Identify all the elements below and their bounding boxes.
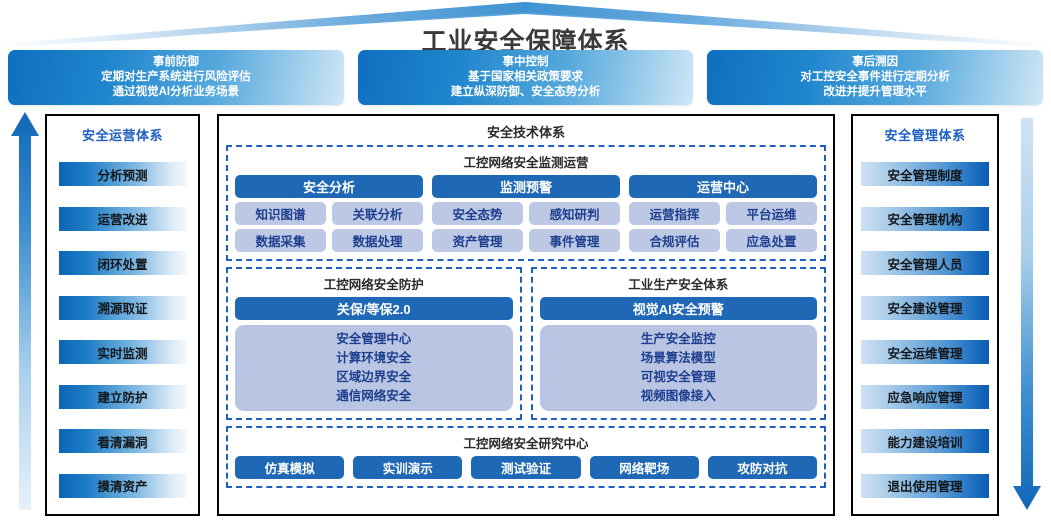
phase-title: 事后溯因 [852, 56, 899, 68]
sidebar-item-ops-improve[interactable]: 运营改进 [58, 206, 187, 231]
cell-pair-row2: 资产管理 事件管理 [432, 229, 620, 252]
sidebar-item-see-vulns[interactable]: 看清漏洞 [58, 429, 187, 454]
phase-title: 事中控制 [502, 56, 549, 68]
phase-line-2: 改进并提升管理水平 [823, 86, 927, 98]
section-two-panels: 工控网络安全防护 关保/等保2.0 安全管理中心 计算环境安全 区域边界安全 通… [226, 267, 826, 420]
phase-line-2: 通过视觉AI分析业务场景 [112, 86, 240, 98]
sidebar-item-mgmt-personnel[interactable]: 安全管理人员 [861, 251, 989, 276]
roof-shape-icon [0, 2, 1051, 48]
sidebar-item-asset-discovery[interactable]: 摸清资产 [58, 473, 187, 498]
monitoring-column-alerting: 监测预警 安全态势 感知研判 资产管理 事件管理 [432, 175, 620, 252]
sidebar-item-realtime-monitor[interactable]: 实时监测 [58, 340, 187, 365]
cell-knowledge-graph[interactable]: 知识图谱 [235, 202, 326, 225]
panel-body: 生产安全监控 场景算法模型 可视安全管理 视频图像接入 [539, 325, 817, 411]
research-button-simulation[interactable]: 仿真模拟 [235, 456, 345, 479]
cell-ops-command[interactable]: 运营指挥 [629, 202, 720, 225]
phase-row: 事前防御 定期对生产系统进行风险评估 通过视觉AI分析业务场景 事中控制 基于国… [8, 50, 1044, 105]
right-sidebar: 安全管理体系 安全管理制度 安全管理机构 安全管理人员 安全建设管理 安全运维管… [851, 114, 999, 516]
monitoring-column-operations-center: 运营中心 运营指挥 平台运维 合规评估 应急处置 [629, 175, 817, 252]
cell-data-processing[interactable]: 数据处理 [332, 229, 423, 252]
research-buttons: 仿真模拟 实训演示 测试验证 网络靶场 攻防对抗 [235, 456, 818, 479]
phase-box-during[interactable]: 事中控制 基于国家相关政策要求 建立纵深防御、安全态势分析 [357, 50, 694, 105]
cell-correlation[interactable]: 关联分析 [332, 202, 423, 225]
research-button-test-verify[interactable]: 测试验证 [471, 456, 581, 479]
section-monitoring-operations: 工控网络安全监测运营 安全分析 知识图谱 关联分析 数据采集 数据处理 监测预警 [226, 145, 826, 261]
panel-heading: 工业生产安全体系 [628, 278, 729, 292]
sidebar-item-capability[interactable]: 能力建设培训 [861, 429, 989, 454]
phase-line-2: 建立纵深防御、安全态势分析 [450, 86, 601, 98]
left-sidebar: 安全运营体系 分析预测 运营改进 闭环处置 溯源取证 实时监测 建立防护 看清漏… [45, 114, 200, 516]
cell-pair-row1: 安全态势 感知研判 [432, 202, 620, 225]
research-button-cyber-range[interactable]: 网络靶场 [589, 456, 699, 479]
cell-pair-row2: 合规评估 应急处置 [629, 229, 817, 252]
sidebar-item-traceback[interactable]: 溯源取证 [58, 295, 187, 320]
research-button-red-blue[interactable]: 攻防对抗 [707, 456, 818, 479]
center-heading: 安全技术体系 [486, 125, 565, 140]
panel-ics-network-protection: 工控网络安全防护 关保/等保2.0 安全管理中心 计算环境安全 区域边界安全 通… [226, 267, 522, 420]
phase-line-1: 对工控安全事件进行定期分析 [800, 71, 950, 83]
arrow-down-icon [1013, 118, 1041, 510]
sidebar-item-mgmt-policy[interactable]: 安全管理制度 [861, 162, 989, 187]
sidebar-item-emergency[interactable]: 应急响应管理 [861, 384, 989, 409]
cell-emergency-action[interactable]: 应急处置 [726, 229, 817, 252]
column-caption[interactable]: 运营中心 [629, 175, 817, 198]
column-caption[interactable]: 监测预警 [432, 175, 620, 198]
arrow-up-icon [11, 112, 39, 510]
cell-asset-management[interactable]: 资产管理 [432, 229, 523, 252]
phase-title: 事前防御 [152, 56, 199, 68]
sidebar-item-closed-loop[interactable]: 闭环处置 [58, 251, 187, 276]
cell-data-collection[interactable]: 数据采集 [235, 229, 326, 252]
cell-pair-row1: 运营指挥 平台运维 [629, 202, 817, 225]
sidebar-item-build-protection[interactable]: 建立防护 [58, 384, 187, 409]
sidebar-item-analysis-forecast[interactable]: 分析预测 [58, 162, 187, 187]
panel-line-comm-network[interactable]: 通信网络安全 [336, 389, 412, 403]
panel-line-visual-safety-mgmt[interactable]: 可视安全管理 [640, 370, 716, 384]
monitoring-column-security-analysis: 安全分析 知识图谱 关联分析 数据采集 数据处理 [235, 175, 423, 252]
phase-box-post[interactable]: 事后溯因 对工控安全事件进行定期分析 改进并提升管理水平 [707, 50, 1044, 105]
research-heading: 工控网络安全研究中心 [463, 437, 589, 451]
sidebar-item-decommission[interactable]: 退出使用管理 [861, 473, 989, 498]
cell-compliance-eval[interactable]: 合规评估 [629, 229, 720, 252]
panel-line-scene-algorithm[interactable]: 场景算法模型 [640, 351, 716, 365]
monitoring-columns: 安全分析 知识图谱 关联分析 数据采集 数据处理 监测预警 安全态势 感知研判 [235, 175, 817, 252]
right-sidebar-heading: 安全管理体系 [884, 128, 966, 143]
panel-line-security-mgmt-center[interactable]: 安全管理中心 [336, 332, 412, 346]
panel-line-production-monitor[interactable]: 生产安全监控 [640, 332, 716, 346]
panel-line-zone-boundary[interactable]: 区域边界安全 [336, 370, 412, 384]
cell-pair-row2: 数据采集 数据处理 [235, 229, 423, 252]
cell-perception-judge[interactable]: 感知研判 [529, 202, 620, 225]
phase-box-pre[interactable]: 事前防御 定期对生产系统进行风险评估 通过视觉AI分析业务场景 [8, 50, 344, 105]
left-sidebar-items: 分析预测 运营改进 闭环处置 溯源取证 实时监测 建立防护 看清漏洞 摸清资产 [47, 150, 198, 514]
left-sidebar-heading: 安全运营体系 [81, 128, 163, 143]
phase-line-1: 基于国家相关政策要求 [468, 71, 583, 83]
cell-platform-ops[interactable]: 平台运维 [726, 202, 817, 225]
phase-line-1: 定期对生产系统进行风险评估 [101, 71, 251, 83]
panel-line-compute-env[interactable]: 计算环境安全 [336, 351, 412, 365]
center-panel: 安全技术体系 工控网络安全监测运营 安全分析 知识图谱 关联分析 数据采集 数据… [217, 114, 835, 516]
cell-pair-row1: 知识图谱 关联分析 [235, 202, 423, 225]
panel-caption[interactable]: 视觉AI安全预警 [539, 297, 817, 320]
panel-body: 安全管理中心 计算环境安全 区域边界安全 通信网络安全 [235, 325, 513, 411]
sidebar-item-mgmt-org[interactable]: 安全管理机构 [861, 206, 989, 231]
column-caption[interactable]: 安全分析 [235, 175, 423, 198]
panel-industrial-production-safety: 工业生产安全体系 视觉AI安全预警 生产安全监控 场景算法模型 可视安全管理 视… [530, 267, 826, 420]
panel-caption[interactable]: 关保/等保2.0 [235, 297, 513, 320]
panel-line-video-ingest[interactable]: 视频图像接入 [640, 389, 716, 403]
monitoring-heading: 工控网络安全监测运营 [463, 156, 589, 170]
research-button-training-demo[interactable]: 实训演示 [353, 456, 463, 479]
section-research-center: 工控网络安全研究中心 仿真模拟 实训演示 测试验证 网络靶场 攻防对抗 [226, 426, 826, 488]
panel-heading: 工控网络安全防护 [323, 278, 424, 292]
sidebar-item-ops-maintenance[interactable]: 安全运维管理 [861, 340, 989, 365]
cell-security-posture[interactable]: 安全态势 [432, 202, 523, 225]
sidebar-item-construction[interactable]: 安全建设管理 [861, 295, 989, 320]
right-sidebar-items: 安全管理制度 安全管理机构 安全管理人员 安全建设管理 安全运维管理 应急响应管… [853, 150, 997, 514]
roof-banner: 工业安全保障体系 [0, 0, 1051, 56]
cell-event-management[interactable]: 事件管理 [529, 229, 620, 252]
